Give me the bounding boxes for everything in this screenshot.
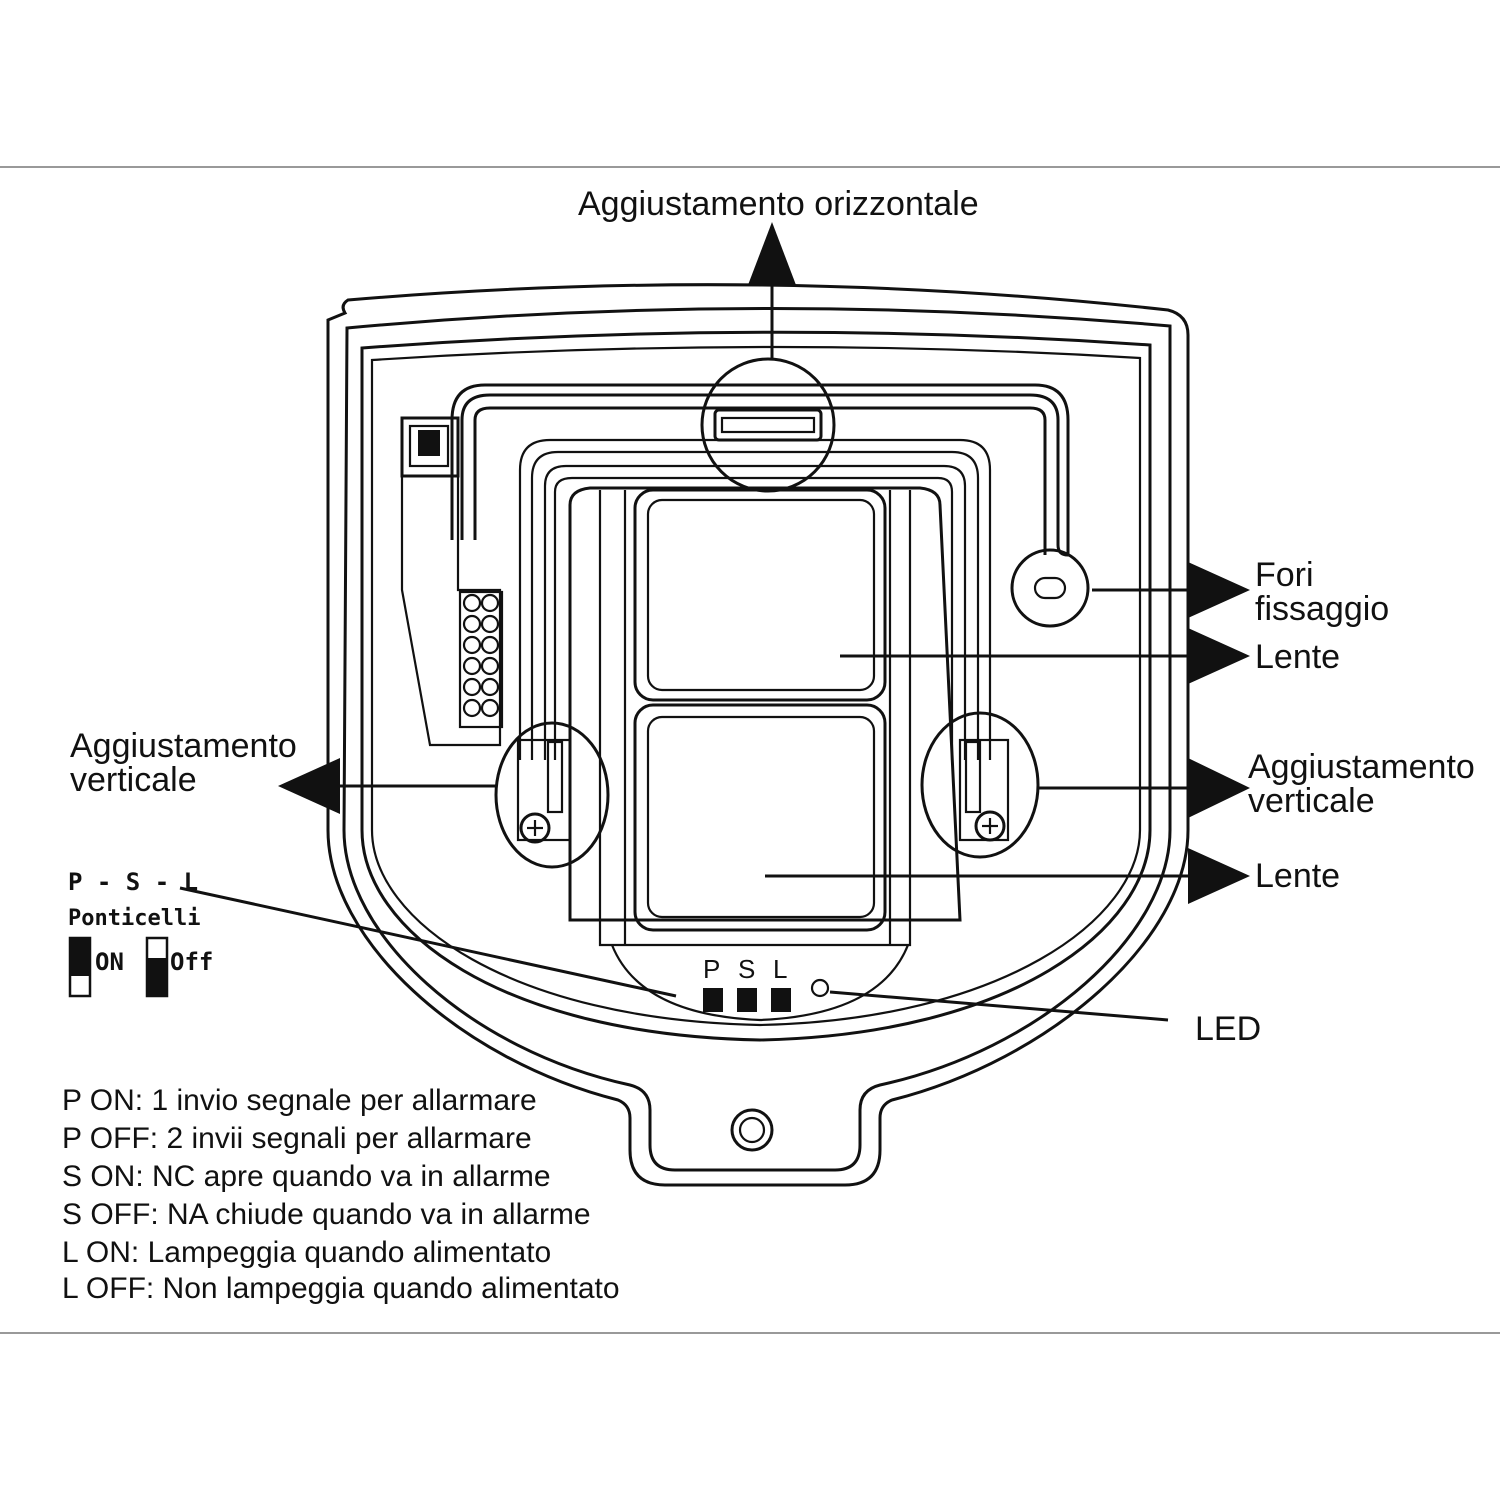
- terminal-screw: [462, 656, 482, 676]
- arrow-right-icon: [1188, 758, 1250, 818]
- label-mounting-holes-2: fissaggio: [1255, 590, 1389, 628]
- legend-line: P ON: 1 invio segnale per allarmare: [62, 1084, 537, 1117]
- label-vertical-adjust-left-1: Aggiustamento: [70, 727, 297, 765]
- callout-line-jumpers: [179, 886, 677, 998]
- callouts: [179, 222, 1250, 1022]
- housing-outline: [326, 283, 1190, 1187]
- jumper-s: [737, 988, 757, 1012]
- jumper-subtitle: Ponticelli: [68, 906, 200, 931]
- terminal-screw: [480, 698, 500, 718]
- connector-block: [400, 416, 460, 478]
- arrow-right-icon: [1188, 848, 1250, 904]
- terminal-screw: [480, 593, 500, 613]
- arrow-right-icon: [1188, 562, 1250, 618]
- jumper-title: P - S - L: [68, 868, 198, 896]
- callout-line-led: [829, 990, 1169, 1022]
- mounting-hole: [1010, 548, 1090, 628]
- label-lens-lower: Lente: [1255, 857, 1340, 895]
- legend-line: L OFF: Non lampeggia quando alimentato: [62, 1272, 620, 1305]
- board-letter-s: S: [738, 954, 755, 984]
- legend-line: S ON: NC apre quando va in allarme: [62, 1160, 551, 1193]
- label-mounting-holes-1: Fori: [1255, 556, 1314, 594]
- lens-housing: [568, 486, 962, 947]
- jumper-key: P - S - L Ponticelli ON Off: [68, 868, 213, 998]
- terminal-screw: [462, 698, 482, 718]
- label-vertical-adjust-right-1: Aggiustamento: [1248, 748, 1475, 786]
- terminal-screw: [480, 656, 500, 676]
- legend-line: P OFF: 2 invii segnali per allarmare: [62, 1122, 532, 1155]
- arrow-right-icon: [1188, 628, 1250, 684]
- label-vertical-adjust-right-2: verticale: [1248, 782, 1375, 820]
- terminal-screw: [462, 677, 482, 697]
- horizontal-adjuster: [700, 357, 836, 493]
- label-led: LED: [1195, 1010, 1261, 1048]
- jumper-on-label: ON: [95, 948, 124, 976]
- arrow-up-icon: [748, 222, 796, 285]
- vertical-adjuster-left: [494, 721, 610, 869]
- terminal-screw: [480, 614, 500, 634]
- arrow-left-icon: [278, 758, 340, 814]
- bottom-screw-hole: [730, 1108, 774, 1152]
- terminal-screw: [462, 635, 482, 655]
- label-lens-upper: Lente: [1255, 638, 1340, 676]
- board-letter-l: L: [773, 954, 787, 984]
- board-letter-p: P: [703, 954, 720, 984]
- jumper-p: [703, 988, 723, 1012]
- legend-line: L ON: Lampeggia quando alimentato: [62, 1236, 551, 1269]
- terminal-screw: [480, 635, 500, 655]
- lower-lens: [646, 715, 876, 919]
- jumper-l: [771, 988, 791, 1012]
- label-horizontal-adjust: Aggiustamento orizzontale: [578, 185, 979, 223]
- jumper-legend: P ON: 1 invio segnale per allarmare P OF…: [62, 1084, 620, 1305]
- jumper-board: P S L: [610, 944, 910, 1022]
- terminal-screw: [480, 677, 500, 697]
- upper-lens: [646, 498, 876, 692]
- jumper-off-label: Off: [170, 948, 213, 976]
- led-indicator: [810, 978, 830, 998]
- terminal-screw: [462, 614, 482, 634]
- terminal-screw: [462, 593, 482, 613]
- legend-line: S OFF: NA chiude quando va in allarme: [62, 1198, 591, 1231]
- label-vertical-adjust-left-2: verticale: [70, 761, 197, 799]
- terminal-board: [400, 476, 504, 747]
- vertical-adjuster-right: [920, 711, 1040, 859]
